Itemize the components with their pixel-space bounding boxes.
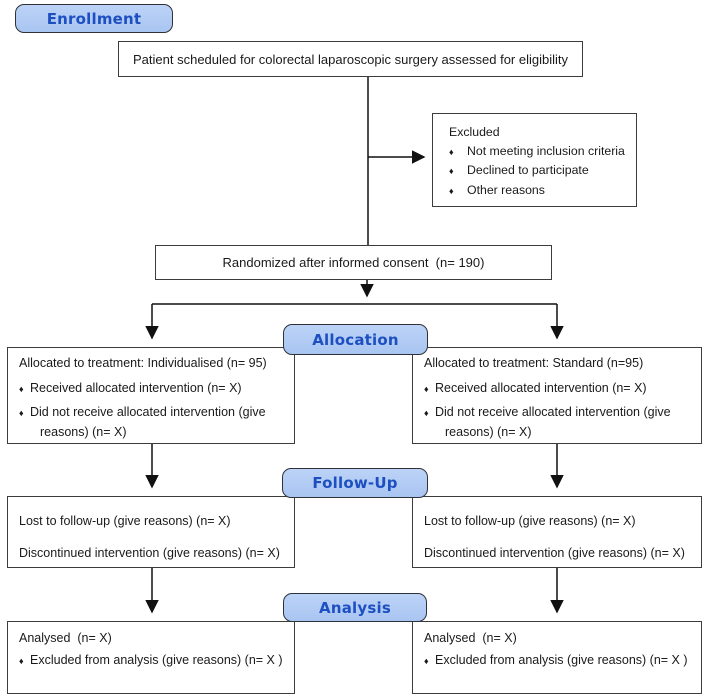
bullet-item: ♦ Did not receive allocated intervention… bbox=[19, 402, 290, 442]
allocation-right-title: Allocated to treatment: Standard (n=95) bbox=[424, 356, 644, 370]
enrollment-badge-label: Enrollment bbox=[46, 9, 142, 28]
followup-box-standard: Lost to follow-up (give reasons) (n= X) … bbox=[412, 496, 702, 568]
diamond-bullet-icon: ♦ bbox=[19, 408, 24, 418]
followup-left-line: Discontinued intervention (give reasons)… bbox=[19, 546, 280, 560]
diamond-bullet-icon: ♦ bbox=[19, 384, 24, 394]
bullet-item: ♦ Did not receive allocated intervention… bbox=[424, 402, 697, 442]
excluded-box: Excluded ♦ Not meeting inclusion criteri… bbox=[432, 113, 637, 207]
allocation-left-title: Allocated to treatment: Individualised (… bbox=[19, 356, 267, 370]
bullet-item: ♦ Received allocated intervention (n= X) bbox=[424, 378, 697, 399]
followup-right-line: Discontinued intervention (give reasons)… bbox=[424, 546, 685, 560]
bullet-item: ♦ Excluded from analysis (give reasons) … bbox=[19, 652, 290, 670]
bullet-item: ♦ Declined to participate bbox=[449, 161, 631, 181]
bullet-text: Excluded from analysis (give reasons) (n… bbox=[435, 653, 688, 667]
followup-right-line: Lost to follow-up (give reasons) (n= X) bbox=[424, 514, 636, 528]
diamond-bullet-icon: ♦ bbox=[19, 656, 24, 666]
randomized-text: Randomized after informed consent (n= 19… bbox=[222, 255, 485, 270]
bullet-text: Received allocated intervention (n= X) bbox=[30, 381, 242, 395]
analysis-left-title: Analysed (n= X) bbox=[19, 631, 112, 645]
eligibility-box: Patient scheduled for colorectal laparos… bbox=[118, 41, 583, 77]
excluded-title: Excluded bbox=[449, 125, 500, 139]
bullet-text: Did not receive allocated intervention (… bbox=[30, 405, 266, 439]
bullet-item: ♦ Received allocated intervention (n= X) bbox=[19, 378, 290, 399]
diamond-bullet-icon: ♦ bbox=[424, 384, 429, 394]
followup-left-line: Lost to follow-up (give reasons) (n= X) bbox=[19, 514, 231, 528]
analysis-right-title: Analysed (n= X) bbox=[424, 631, 517, 645]
bullet-text: Not meeting inclusion criteria bbox=[467, 143, 625, 158]
allocation-badge: Allocation bbox=[283, 324, 428, 355]
bullet-text: Other reasons bbox=[467, 182, 545, 197]
enrollment-badge: Enrollment bbox=[15, 4, 173, 33]
diamond-bullet-icon: ♦ bbox=[449, 166, 454, 176]
diamond-bullet-icon: ♦ bbox=[449, 185, 454, 196]
followup-box-individualised: Lost to follow-up (give reasons) (n= X) … bbox=[7, 496, 295, 568]
allocation-badge-label: Allocation bbox=[312, 330, 399, 349]
randomized-box: Randomized after informed consent (n= 19… bbox=[155, 245, 552, 280]
bullet-item: ♦ Not meeting inclusion criteria bbox=[449, 142, 631, 162]
analysis-badge-label: Analysis bbox=[319, 598, 391, 617]
bullet-text: Excluded from analysis (give reasons) (n… bbox=[30, 653, 283, 667]
followup-badge-label: Follow-Up bbox=[312, 474, 398, 492]
bullet-text: Received allocated intervention (n= X) bbox=[435, 381, 647, 395]
bullet-text: Did not receive allocated intervention (… bbox=[435, 405, 671, 439]
allocation-box-standard: Allocated to treatment: Standard (n=95) … bbox=[412, 347, 702, 444]
followup-badge: Follow-Up bbox=[282, 468, 428, 498]
bullet-item: ♦ Other reasons bbox=[449, 181, 631, 201]
diamond-bullet-icon: ♦ bbox=[449, 146, 454, 157]
analysis-box-standard: Analysed (n= X) ♦ Excluded from analysis… bbox=[412, 621, 702, 694]
diamond-bullet-icon: ♦ bbox=[424, 408, 429, 418]
bullet-item: ♦ Excluded from analysis (give reasons) … bbox=[424, 652, 697, 670]
allocation-box-individualised: Allocated to treatment: Individualised (… bbox=[7, 347, 295, 444]
analysis-badge: Analysis bbox=[283, 593, 427, 622]
diamond-bullet-icon: ♦ bbox=[424, 656, 429, 666]
bullet-text: Declined to participate bbox=[467, 163, 589, 177]
eligibility-text: Patient scheduled for colorectal laparos… bbox=[133, 51, 568, 67]
analysis-box-individualised: Analysed (n= X) ♦ Excluded from analysis… bbox=[7, 621, 295, 694]
